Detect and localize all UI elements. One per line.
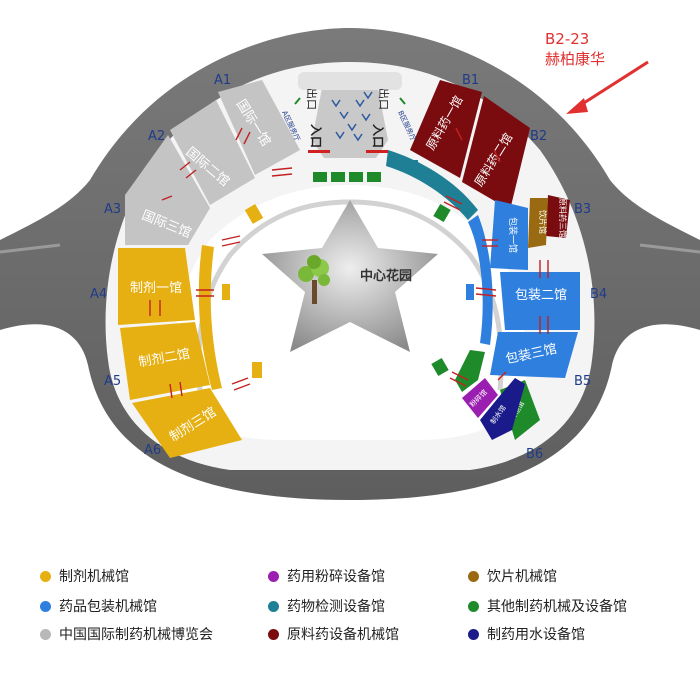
hall-label-pack1: 包装一馆 bbox=[507, 217, 519, 253]
tree-icon bbox=[298, 255, 330, 304]
hall-pack-3[interactable]: 包装三馆 bbox=[490, 332, 578, 378]
yellow-corridor bbox=[198, 245, 222, 390]
zone-a2: A2 bbox=[148, 129, 165, 144]
legend-dot-other bbox=[468, 600, 479, 612]
gate-left[interactable]: 出口 入口 bbox=[305, 88, 330, 153]
zone-a3: A3 bbox=[104, 202, 121, 217]
gate-left-exit: 出口 bbox=[305, 88, 319, 110]
legend-item-raw: 原料药设备机械馆 bbox=[268, 624, 399, 644]
legend-label-water: 制药用水设备馆 bbox=[487, 627, 585, 643]
zone-a4: A4 bbox=[90, 287, 107, 302]
hall-yinpian[interactable]: 饮片馆 bbox=[528, 198, 548, 248]
annotation-company: 赫柏康华 bbox=[545, 50, 606, 68]
teal-booth-1 bbox=[408, 160, 418, 172]
annotation-booth: B2-23 bbox=[545, 30, 590, 48]
gate-right[interactable]: 出口 入口 bbox=[366, 88, 391, 153]
hall-label-prep1: 制剂一馆 bbox=[130, 281, 182, 296]
legend-dot-raw bbox=[268, 628, 279, 640]
legend-label-prep: 制剂机械馆 bbox=[59, 569, 129, 585]
legend-label-raw: 原料药设备机械馆 bbox=[287, 627, 399, 643]
hall-label-pack2: 包装二馆 bbox=[515, 288, 567, 303]
legend-label-yinpian: 饮片机械馆 bbox=[487, 569, 557, 585]
green-booth-b3 bbox=[433, 203, 451, 223]
green-booth-b5 bbox=[431, 357, 449, 377]
yellow-booth-1 bbox=[244, 204, 264, 224]
legend-item-packaging: 药品包装机械馆 bbox=[40, 596, 157, 616]
hall-prep-1[interactable]: 制剂一馆 bbox=[118, 248, 195, 325]
entrance-hall bbox=[298, 72, 402, 158]
hall-fensui[interactable]: 粉碎馆 bbox=[462, 378, 498, 418]
hall-raw-3[interactable]: 原料药三馆 bbox=[546, 195, 570, 238]
hall-intl-2[interactable]: 国际二馆 bbox=[170, 100, 255, 205]
legend-item-prep: 制剂机械馆 bbox=[40, 566, 129, 586]
legend-label-crushing: 药用粉碎设备馆 bbox=[287, 569, 385, 585]
legend-dot-crushing bbox=[268, 570, 279, 582]
legend-dot-water bbox=[468, 628, 479, 640]
yellow-booth-2 bbox=[222, 284, 230, 300]
zone-b2: B2 bbox=[530, 129, 547, 144]
hall-pack-1[interactable]: 包装一馆 bbox=[490, 200, 528, 270]
zone-a1: A1 bbox=[214, 73, 231, 88]
zone-b5: B5 bbox=[574, 374, 591, 389]
green-gate-marks bbox=[294, 97, 406, 105]
legend-label-testing: 药物检测设备馆 bbox=[287, 599, 385, 615]
hall-pack-2[interactable]: 包装二馆 bbox=[500, 272, 580, 330]
hall-prep-3[interactable]: 制剂三馆 bbox=[132, 388, 242, 458]
zone-b6: B6 bbox=[526, 447, 543, 462]
zone-b1: B1 bbox=[462, 73, 479, 88]
hall-label-raw3: 原料药三馆 bbox=[558, 198, 568, 238]
central-garden[interactable]: 中心花园 bbox=[262, 200, 438, 352]
gate-right-exit: 出口 bbox=[377, 88, 391, 110]
blue-corridor bbox=[468, 215, 493, 345]
zone-labels: A1 A2 A3 A4 A5 A6 B1 B2 B3 B4 B5 B6 bbox=[90, 73, 607, 462]
legend-dot-expo bbox=[40, 628, 51, 640]
legend-item-testing: 药物检测设备馆 bbox=[268, 596, 385, 616]
annotation-arrow bbox=[566, 60, 649, 114]
zone-b4: B4 bbox=[590, 287, 607, 302]
gate-right-entry: 入口 bbox=[371, 124, 385, 148]
garden-label: 中心花园 bbox=[360, 268, 412, 284]
legend-dot-prep bbox=[40, 570, 51, 582]
legend-item-water: 制药用水设备馆 bbox=[468, 624, 585, 644]
gate-left-entry: 入口 bbox=[309, 124, 323, 148]
zone-b3: B3 bbox=[574, 202, 591, 217]
yellow-booth-3 bbox=[252, 362, 262, 378]
green-booths-top bbox=[313, 172, 381, 182]
teal-booth-2 bbox=[466, 284, 474, 300]
legend-item-expo: 中国国际制药机械博览会 bbox=[40, 624, 213, 644]
hall-intl-3[interactable]: 国际三馆 bbox=[125, 135, 210, 245]
legend-label-packaging: 药品包装机械馆 bbox=[59, 599, 157, 615]
legend-item-yinpian: 饮片机械馆 bbox=[468, 566, 557, 586]
gate-arrows bbox=[331, 91, 373, 142]
legend-label-expo: 中国国际制药机械博览会 bbox=[59, 627, 213, 643]
zone-a5: A5 bbox=[104, 374, 121, 389]
legend: 制剂机械馆 药用粉碎设备馆 饮片机械馆 药品包装机械馆 药物检测设备馆 其他制药… bbox=[0, 560, 700, 660]
legend-dot-testing bbox=[268, 600, 279, 612]
zone-a6: A6 bbox=[144, 443, 161, 458]
hall-label-yinpian: 饮片馆 bbox=[538, 210, 548, 234]
legend-item-crushing: 药用粉碎设备馆 bbox=[268, 566, 385, 586]
legend-dot-packaging bbox=[40, 600, 51, 612]
legend-label-other: 其他制药机械及设备馆 bbox=[487, 599, 627, 615]
green-corridor bbox=[455, 350, 485, 392]
legend-item-other: 其他制药机械及设备馆 bbox=[468, 596, 627, 616]
hall-zhishui[interactable]: 制水馆 bbox=[480, 378, 525, 440]
hall-prep-2[interactable]: 制剂二馆 bbox=[120, 322, 210, 400]
legend-dot-yinpian bbox=[468, 570, 479, 582]
connector-arrows bbox=[149, 127, 549, 399]
